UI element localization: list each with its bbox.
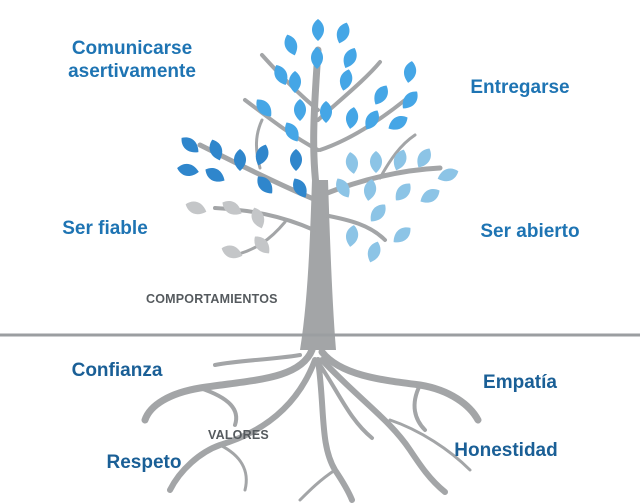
section-label-behaviors: COMPORTAMIENTOS <box>146 292 278 306</box>
value-empathy: Empatía <box>483 372 557 393</box>
behavior-communicate: Comunicarse asertivamente <box>68 38 196 82</box>
behavior-give: Entregarse <box>470 77 570 98</box>
section-label-values: VALORES <box>208 428 269 442</box>
leaves-gray <box>183 197 274 262</box>
roots <box>141 346 482 503</box>
behavior-open: Ser abierto <box>480 221 580 242</box>
leaves-light-blue <box>332 145 461 265</box>
value-honesty: Honestidad <box>454 440 558 461</box>
value-trust: Confianza <box>71 360 163 381</box>
behavior-reliable: Ser fiable <box>62 218 148 239</box>
trunk <box>300 180 336 350</box>
value-respect: Respeto <box>106 452 182 473</box>
